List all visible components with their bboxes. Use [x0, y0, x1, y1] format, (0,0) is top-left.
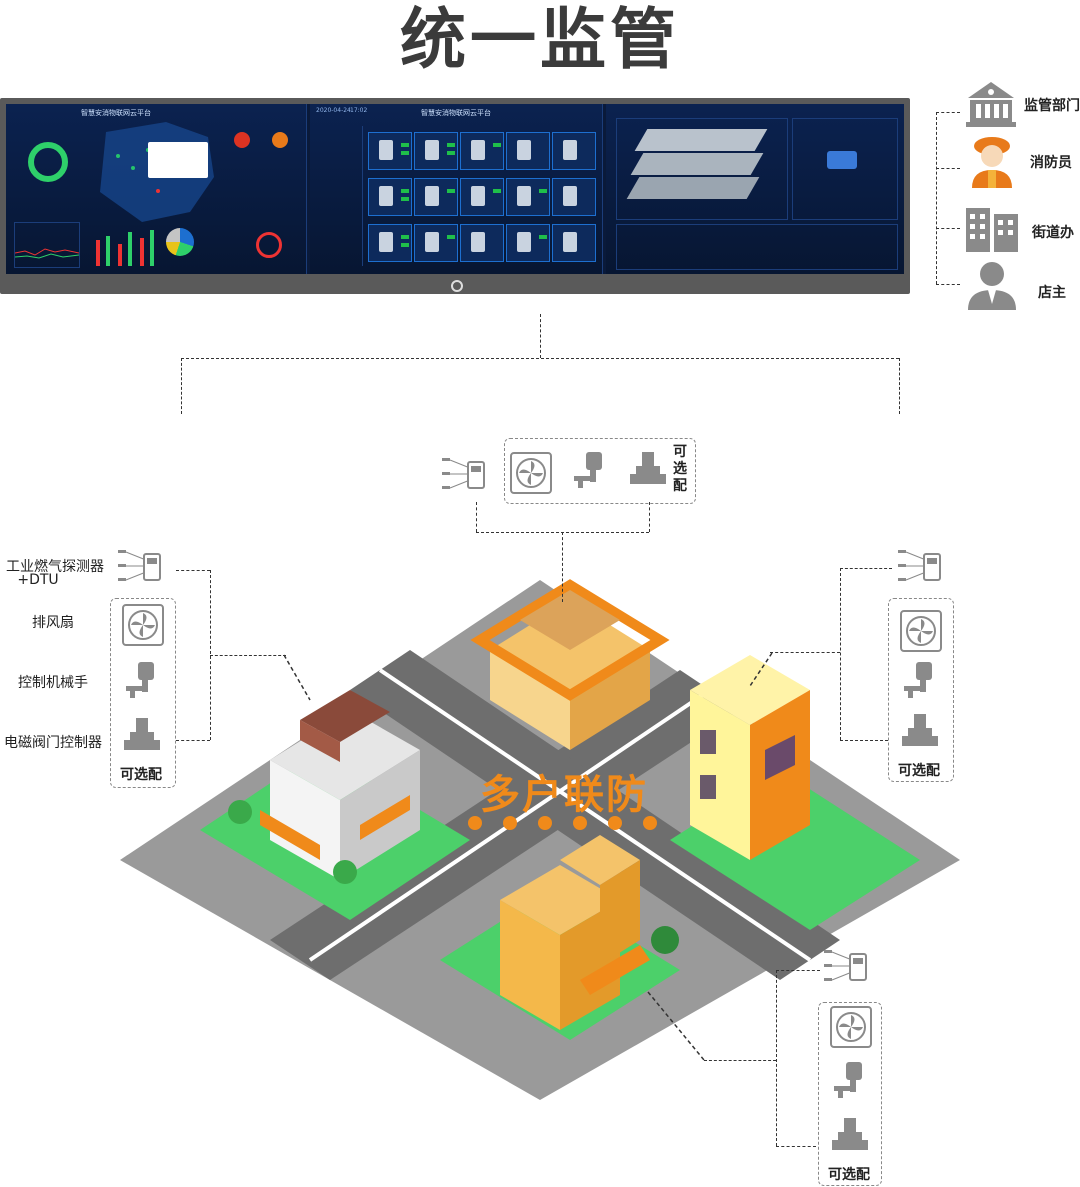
connector-horizontal — [181, 358, 899, 359]
tree — [228, 800, 252, 824]
map-popup — [148, 142, 208, 178]
optional-box-bottom — [818, 1002, 882, 1186]
tree — [333, 860, 357, 884]
ring-gauge-red — [256, 232, 282, 258]
optional-box-right — [888, 598, 954, 782]
center-label: 多户联防 — [480, 772, 648, 818]
office-building-icon — [964, 206, 1020, 252]
exhaust-fan-icon — [122, 604, 164, 646]
solenoid-valve-icon — [830, 1116, 870, 1156]
building-right — [690, 655, 810, 860]
alarm-icon-orange — [272, 132, 288, 148]
robotic-arm-icon — [900, 660, 940, 700]
page-title: 统一监管 — [400, 1, 680, 78]
device-filter-list — [314, 126, 363, 266]
floor-plan-view — [616, 118, 788, 220]
building-top — [470, 579, 670, 750]
solenoid-valve-icon — [122, 716, 162, 756]
dashboard-panel-map: 智慧安消物联网云平台 — [6, 104, 307, 274]
gas-detector-icon — [822, 946, 868, 990]
dashboard-panel-devices: 智慧安消物联网云平台 2020-04-24 17:02 — [310, 104, 603, 274]
dashboard-time: 17:02 — [350, 107, 368, 114]
firefighter-icon — [968, 132, 1016, 188]
optional-label-top: 可选配 — [673, 444, 687, 494]
building-bottom — [500, 835, 650, 1030]
alarm-icon-red — [234, 132, 250, 148]
dashboard-date: 2020-04-24 — [316, 107, 351, 114]
building-left — [260, 690, 420, 880]
connector-main — [540, 314, 541, 358]
ring-gauge — [28, 142, 68, 182]
government-building-icon — [964, 80, 1018, 128]
dashboard-center-title: 智慧安消物联网云平台 — [421, 109, 491, 117]
optional-box-top — [504, 438, 696, 504]
pie-chart — [166, 228, 194, 256]
exhaust-fan-icon — [900, 610, 942, 652]
roles-bracket — [936, 112, 961, 284]
robotic-arm-icon — [570, 450, 610, 490]
city-scene — [120, 579, 960, 1100]
device-label-fan: 排风扇 — [32, 615, 74, 631]
gas-detector-icon — [116, 546, 162, 590]
gas-detector-icon — [440, 454, 486, 498]
device-label-valve: 电磁阀门控制器 — [4, 735, 102, 751]
alarm-record-table — [616, 224, 898, 270]
camera-view — [792, 118, 898, 220]
dashboard-left-title: 智慧安消物联网云平台 — [81, 109, 151, 117]
robotic-arm-icon — [122, 660, 162, 700]
device-label-gas-detector: 工业燃气探测器 — [6, 559, 104, 575]
optional-label-bottom: 可选配 — [828, 1167, 870, 1183]
optional-label-right: 可选配 — [898, 763, 940, 779]
robotic-arm-icon — [830, 1060, 870, 1100]
dashboard-panel-building — [606, 104, 904, 274]
line-chart-area — [14, 222, 80, 268]
shop-owner-icon — [966, 258, 1018, 310]
solenoid-valve-icon — [628, 450, 668, 490]
role-label-firefighter: 消防员 — [1030, 155, 1072, 171]
connection-dots — [468, 816, 657, 830]
device-label-arm: 控制机械手 — [18, 675, 88, 691]
exhaust-fan-icon — [510, 452, 552, 494]
role-label-shop-owner: 店主 — [1038, 285, 1066, 301]
exhaust-fan-icon — [830, 1006, 872, 1048]
device-label-dtu: +DTU — [17, 572, 59, 588]
monitor-power-button[interactable] — [451, 280, 463, 292]
solenoid-valve-icon — [900, 712, 940, 752]
optional-box-left — [110, 598, 176, 788]
optional-label-left: 可选配 — [120, 767, 162, 783]
role-label-street-office: 街道办 — [1032, 225, 1074, 241]
tree — [651, 926, 679, 954]
dashboard-screen: 智慧安消物联网云平台 智慧安消物联网云平台 2020-04-24 17:02 — [6, 104, 904, 274]
role-label-regulator: 监管部门 — [1024, 98, 1080, 114]
gas-detector-icon — [896, 546, 942, 590]
